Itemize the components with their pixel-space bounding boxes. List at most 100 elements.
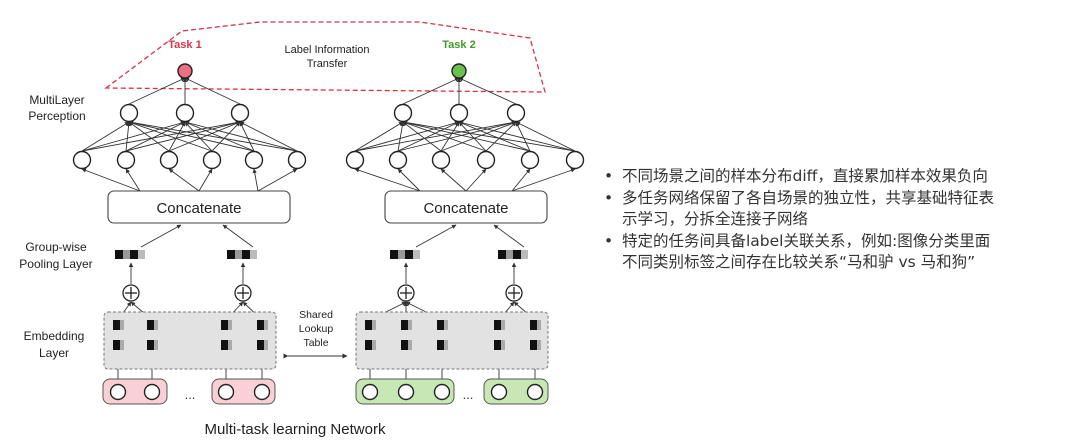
hidden-node <box>72 150 92 170</box>
task-output-node <box>177 63 193 79</box>
connection-line <box>402 121 442 152</box>
connection-line <box>125 121 131 152</box>
input-node <box>143 383 161 401</box>
shared-lookup-line2: Lookup <box>299 323 334 335</box>
task1-label: Task 1 <box>168 39 201 51</box>
embedding-cell <box>365 340 372 350</box>
input-node <box>490 383 508 401</box>
connection-line <box>128 77 186 105</box>
bullet-item-3: • 特定的任务间具备label关联关系，例如:图像分类里面 不同类别标签之间存在… <box>604 231 1076 274</box>
embedding-cell <box>408 340 412 350</box>
connection-line <box>397 168 421 192</box>
connection-line <box>184 77 241 105</box>
hidden-node <box>159 150 179 170</box>
connection-line <box>465 168 487 192</box>
connection-line <box>354 120 517 152</box>
pool-cell <box>235 250 242 259</box>
pool-cell <box>130 250 138 259</box>
connection-line <box>81 168 141 192</box>
embedding-cell <box>530 320 537 330</box>
bullet-dot: • <box>604 167 614 185</box>
embedding-label-line1: Embedding <box>24 329 85 343</box>
embedding-cell <box>437 320 444 330</box>
connection-line <box>402 77 460 105</box>
embedding-cell <box>120 320 124 330</box>
embedding-cell <box>147 320 154 330</box>
connection-line <box>515 121 531 152</box>
connection-line <box>402 120 531 152</box>
task-output-node <box>451 63 467 79</box>
concatenate-label-right: Concatenate <box>423 200 508 217</box>
bullet-item-2: • 多任务网络保留了各自场景的独立性，共享基础特征表 示学习，分拆全连接子网络 <box>604 188 1076 231</box>
hidden-node <box>116 150 136 170</box>
embedding-cell <box>501 320 505 330</box>
connection-line <box>222 224 254 248</box>
embedding-cell <box>408 320 412 330</box>
embedding-cell <box>401 340 408 350</box>
pool-cell <box>227 250 235 259</box>
embedding-cell <box>494 340 501 350</box>
hidden-node <box>287 150 307 170</box>
embedding-cell <box>147 340 154 350</box>
embedding-cell <box>228 340 232 350</box>
connection-line <box>402 121 487 152</box>
connection-line <box>252 168 259 192</box>
connection-line <box>128 120 255 152</box>
concatenate-label-left: Concatenate <box>156 200 241 217</box>
connection-line <box>140 224 182 248</box>
diagram-caption: Multi-task learning Network <box>205 421 386 438</box>
pool-cell <box>138 250 145 259</box>
hidden-node <box>388 150 408 170</box>
connection-line <box>397 121 460 152</box>
pool-cell <box>398 250 405 259</box>
hidden-node <box>244 150 264 170</box>
embedding-cell <box>437 340 444 350</box>
connection-line <box>198 168 213 192</box>
embedding-cell <box>444 340 448 350</box>
connection-line <box>440 121 460 152</box>
connection-line <box>168 121 186 152</box>
connection-line <box>354 168 421 192</box>
hidden-node <box>506 103 526 123</box>
hidden-node <box>393 103 413 123</box>
hidden-node <box>520 150 540 170</box>
bullet-3-line-2: 不同类别标签之间存在比较关系“马和驴 vs 马和狗” <box>622 253 976 271</box>
hidden-node <box>119 103 139 123</box>
connection-line <box>239 121 298 152</box>
task2-label: Task 2 <box>442 39 475 51</box>
connection-line <box>257 168 298 192</box>
input-node <box>361 383 379 401</box>
embedding-cell <box>257 320 264 330</box>
embedding-cell <box>372 320 376 330</box>
embedding-cell <box>401 320 408 330</box>
connection-line <box>458 121 487 152</box>
connection-line <box>415 224 457 248</box>
pool-cell <box>390 250 398 259</box>
ellipsis-right: ... <box>463 387 474 402</box>
connection-line <box>458 121 531 152</box>
embedding-label-line2: Layer <box>39 346 69 360</box>
bullet-item-1: • 不同场景之间的样本分布diff，直接累加样本效果负向 <box>604 166 1076 188</box>
connection-line <box>184 120 298 152</box>
connection-line <box>125 168 141 192</box>
hidden-node <box>175 103 195 123</box>
connection-line <box>125 121 186 152</box>
shared-lookup-line1: Shared <box>299 309 333 321</box>
connection-line <box>493 224 525 248</box>
ellipsis-left: ... <box>185 387 196 402</box>
connection-line <box>511 168 576 192</box>
bullet-2-line-2: 示学习，分拆全连接子网络 <box>622 210 809 228</box>
label-transfer-region <box>104 21 546 93</box>
hidden-node <box>230 103 250 123</box>
connection-line <box>440 121 517 152</box>
connection-line <box>458 77 517 105</box>
multi-task-network-diagram: Task 1 Task 2 Label Information Transfer… <box>19 21 585 438</box>
hidden-node <box>345 150 365 170</box>
pool-cell <box>506 250 513 259</box>
pool-cell <box>521 250 528 259</box>
input-node <box>253 383 271 401</box>
pool-cell <box>513 250 521 259</box>
pooling-label-line2: Pooling Layer <box>19 257 92 271</box>
embedding-box-right <box>355 311 549 370</box>
embedding-cell <box>221 320 228 330</box>
